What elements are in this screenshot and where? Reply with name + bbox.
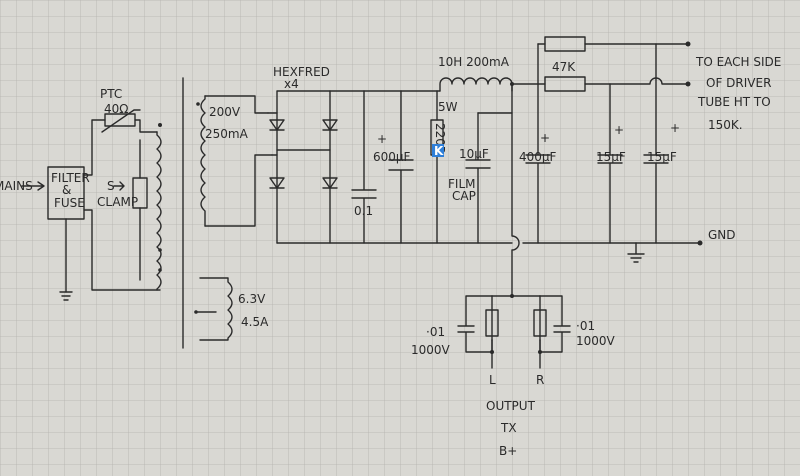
- cap-0-1: 0.1: [351, 90, 377, 244]
- cap-15uf-b: + 15µF: [643, 43, 680, 244]
- cap-400uf: + 400µF: [519, 83, 557, 244]
- mains-label: MAINS: [0, 179, 33, 193]
- cap-600-plus: +: [377, 132, 387, 146]
- ground-symbol: [627, 242, 645, 263]
- s-label: S: [107, 179, 115, 193]
- sec-voltage-label: 200V: [209, 105, 241, 119]
- cap-right-rating: 1000V: [576, 334, 616, 348]
- cap-15a-plus: +: [614, 123, 624, 137]
- cap-left-rating: 1000V: [411, 343, 451, 357]
- ptc-thermistor: PTC 40Ω: [100, 87, 158, 133]
- cap-10-label: 10µF: [459, 147, 489, 161]
- bridge-rectifier: HEXFRED x4: [267, 65, 338, 244]
- left-channel-label: L: [489, 373, 496, 387]
- sec-current-label: 250mA: [205, 127, 249, 141]
- note-line-3: TUBE HT TO: [697, 95, 771, 109]
- heater-current-label: 4.5A: [241, 315, 269, 329]
- res-47k-label: 47K: [552, 60, 576, 74]
- output-transformer-section: ·01 1000V ·01 1000V L R OUTPUT TX B+: [411, 294, 616, 458]
- choke-10h: 10H 200mA: [438, 55, 513, 92]
- tx-label: TX: [500, 421, 517, 435]
- film-label: FILM: [448, 177, 475, 191]
- fuse-label: FUSE: [54, 196, 85, 210]
- bleeder-resistor: 5W 220R K: [430, 90, 458, 244]
- cap-600uf: + 600µF: [373, 90, 414, 244]
- driver-note: TO EACH SIDE OF DRIVER TUBE HT TO 150K.: [695, 55, 781, 132]
- cap-15uf-a: + 15µF: [596, 83, 626, 244]
- filter-label: FILTER: [51, 171, 90, 185]
- b-plus-line: [511, 83, 520, 297]
- heater-voltage-label: 6.3V: [238, 292, 266, 306]
- cap-15b-plus: +: [670, 121, 680, 135]
- right-channel-label: R: [536, 373, 544, 387]
- transformer-primary: [156, 123, 162, 291]
- k-badge: [432, 144, 444, 157]
- cap-15b-label: 15µF: [647, 150, 677, 164]
- mains-input: MAINS: [0, 179, 45, 193]
- transformer-ht-secondary: 200V 250mA: [196, 95, 273, 227]
- note-line-2: OF DRIVER: [706, 76, 771, 90]
- res-watt-label: 5W: [438, 100, 458, 114]
- diodes-label: HEXFRED: [273, 65, 330, 79]
- resistor-47k-top: [537, 36, 691, 52]
- gnd-label: GND: [708, 228, 736, 242]
- note-line-1: TO EACH SIDE: [695, 55, 781, 69]
- filter-amp-label: &: [62, 183, 71, 197]
- filter-fuse-block: FILTER & FUSE: [47, 119, 161, 301]
- clamp-switch: S CLAMP: [97, 139, 148, 281]
- k-badge-letter: K: [434, 144, 444, 158]
- note-line-4: 150K.: [708, 118, 743, 132]
- output-label: OUTPUT: [486, 399, 536, 413]
- cap-label: CAP: [452, 189, 476, 203]
- cap-400-label: 400µF: [519, 150, 557, 164]
- cap-600-label: 600µF: [373, 150, 411, 164]
- transformer-heater-winding: 6.3V 4.5A: [194, 277, 269, 341]
- cap-right-value: ·01: [576, 319, 595, 333]
- cap-01-label: 0.1: [354, 204, 373, 218]
- diodes-count-label: x4: [284, 77, 299, 91]
- cap-15a-label: 15µF: [596, 150, 626, 164]
- clamp-label: CLAMP: [97, 195, 138, 209]
- ptc-value-label: 40Ω: [104, 102, 128, 116]
- cap-10uf-film: 10µF FILM CAP: [448, 112, 513, 244]
- cap-left-value: ·01: [426, 325, 445, 339]
- cap-400-plus: +: [540, 131, 550, 145]
- choke-label: 10H 200mA: [438, 55, 510, 69]
- bplus-label: B+: [499, 444, 517, 458]
- ptc-label: PTC: [100, 87, 122, 101]
